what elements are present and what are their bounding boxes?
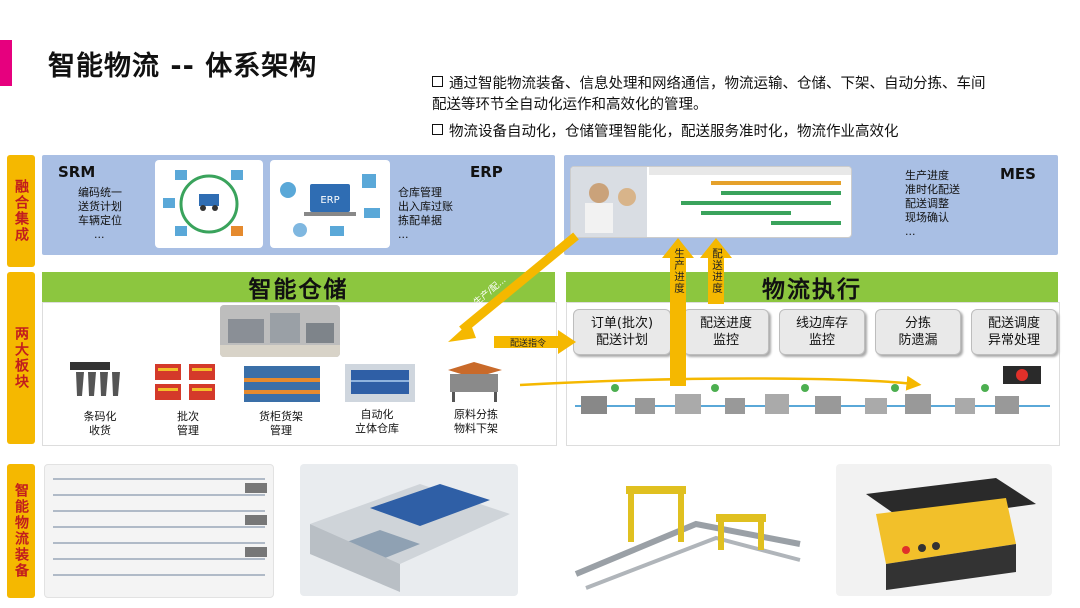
delivery-command-label: 配送指令 xyxy=(510,336,546,349)
delivery-progress-label: 配送进度 xyxy=(710,248,725,294)
production-progress-label: 生产进度 xyxy=(672,248,687,294)
equipment-conveyor-layout xyxy=(44,464,274,598)
equipment-agv xyxy=(836,464,1052,596)
equipment-warehouse-3d xyxy=(300,464,518,596)
equipment-gantry-conveyor xyxy=(566,464,810,596)
